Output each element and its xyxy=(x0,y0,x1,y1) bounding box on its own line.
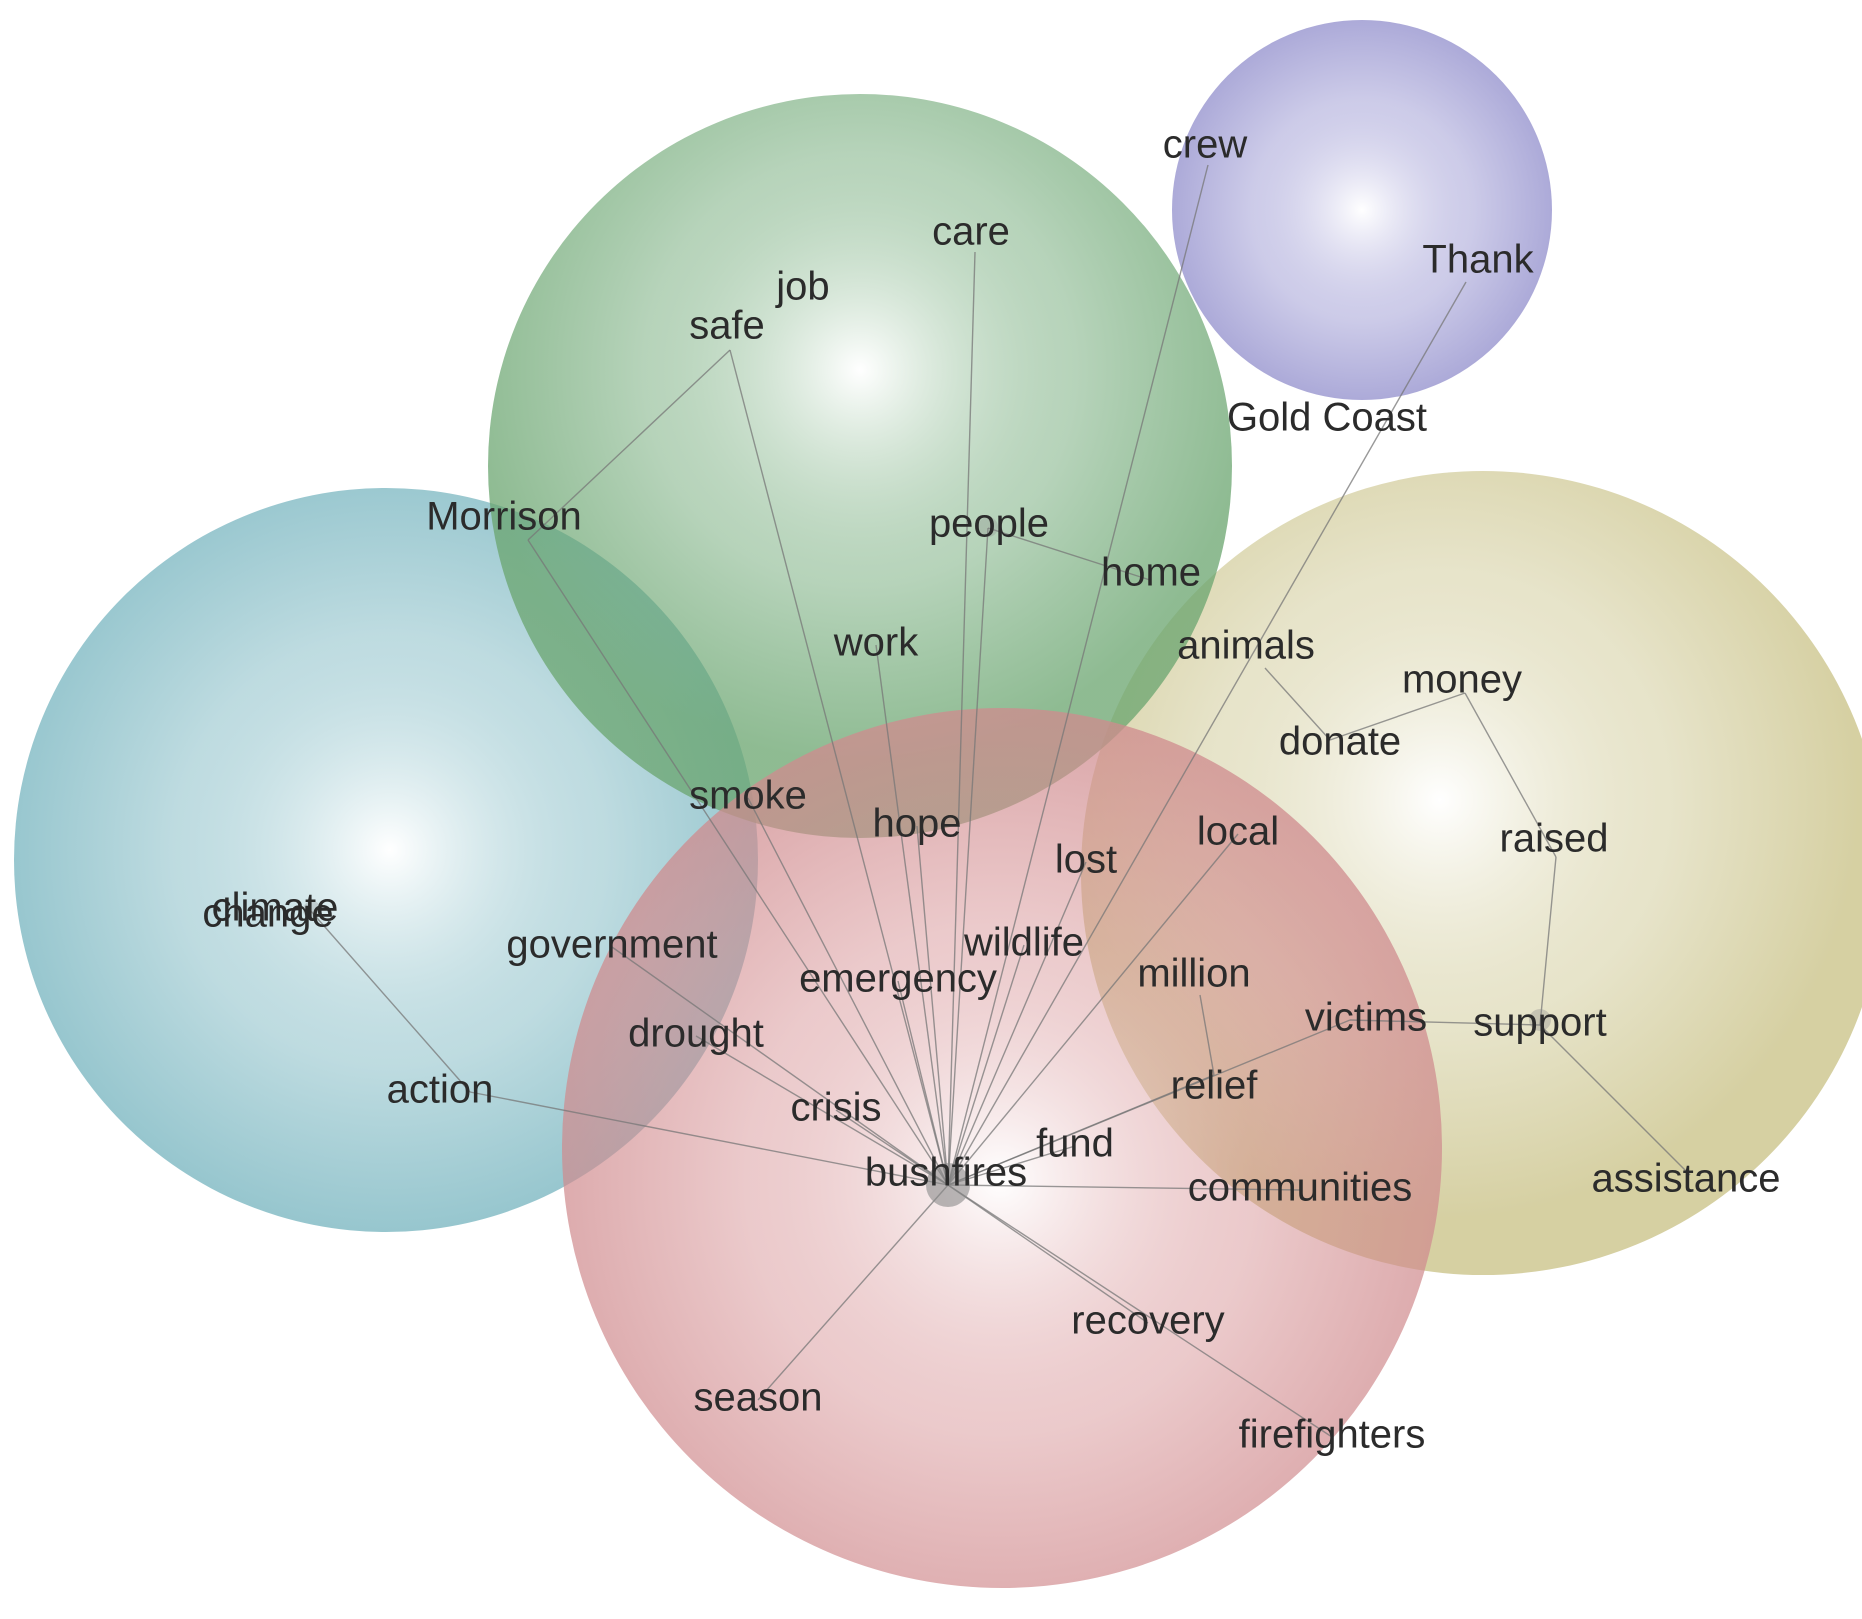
edge-support-assistance xyxy=(1539,1024,1691,1176)
term-raised: raised xyxy=(1500,817,1609,861)
hub-node-dot xyxy=(926,1163,970,1207)
edge-bushfires-wildlife xyxy=(947,944,1025,1186)
term-gold-coast: Gold Coast xyxy=(1227,396,1427,440)
cluster-circle-red xyxy=(562,708,1442,1588)
edge-bushfires-care xyxy=(947,251,976,1186)
term-wildlife: wildlife xyxy=(963,921,1084,965)
edge-bushfires-lost xyxy=(947,861,1087,1186)
edge-bushfires-season xyxy=(757,1184,949,1401)
term-assistance: assistance xyxy=(1592,1157,1781,1201)
cluster-circle-green xyxy=(488,94,1232,838)
term-communities: communities xyxy=(1188,1166,1413,1210)
edge-morrison-safe xyxy=(527,349,731,541)
edge-bushfires-work xyxy=(875,644,949,1186)
term-crisis: crisis xyxy=(790,1086,881,1130)
edge-victims-support xyxy=(1349,1019,1541,1026)
support-node-dot xyxy=(1529,1009,1551,1031)
term-relief: relief xyxy=(1171,1064,1259,1108)
edge-bushfires-government xyxy=(611,946,949,1186)
term-victims: victims xyxy=(1305,996,1427,1040)
edge-bushfires-smoke xyxy=(747,797,949,1186)
edge-bushfires-communities xyxy=(947,1184,1301,1191)
edge-bushfires-local xyxy=(947,833,1239,1186)
edge-bushfires-hope xyxy=(916,825,949,1186)
term-work: work xyxy=(833,621,919,665)
term-donate: donate xyxy=(1279,720,1401,764)
term-season: season xyxy=(694,1376,823,1420)
term-support: support xyxy=(1473,1001,1606,1045)
edge-bushfires-emergency xyxy=(897,980,949,1186)
term-government: government xyxy=(506,923,717,967)
term-home: home xyxy=(1101,551,1201,595)
edge-people-home xyxy=(987,527,1151,581)
term-fund: fund xyxy=(1036,1122,1114,1166)
term-firefighters: firefighters xyxy=(1239,1413,1426,1457)
term-climate: climate xyxy=(212,886,339,930)
people-node-dot xyxy=(978,517,998,537)
term-bushfires: bushfires xyxy=(865,1151,1027,1195)
term-crew: crew xyxy=(1163,123,1248,167)
term-change: change xyxy=(202,892,333,936)
edge-bushfires-safe xyxy=(729,349,949,1186)
edge-bushfires-morrison xyxy=(527,539,949,1186)
edge-bushfires-crew xyxy=(947,164,1209,1186)
term-drought: drought xyxy=(628,1012,764,1056)
hub-marker xyxy=(303,517,1551,1207)
edge-bushfires-thank xyxy=(947,281,1467,1186)
term-local: local xyxy=(1197,810,1279,854)
term-money: money xyxy=(1402,658,1522,702)
cluster-circles xyxy=(14,20,1862,1588)
edge-bushfires-drought xyxy=(695,1035,949,1186)
edge-bushfires-victims xyxy=(947,1019,1351,1186)
cluster-circle-purple xyxy=(1172,20,1552,400)
climate-node-dot xyxy=(303,901,321,919)
term-job: job xyxy=(775,265,829,309)
edge-bushfires-fund xyxy=(947,1145,1076,1186)
term-hope: hope xyxy=(873,802,962,846)
term-morrison: Morrison xyxy=(426,495,582,539)
term-care: care xyxy=(932,210,1010,254)
term-animals: animals xyxy=(1177,624,1315,668)
term-lost: lost xyxy=(1055,838,1117,882)
term-thank: Thank xyxy=(1422,238,1534,282)
edge-bushfires-firefighters xyxy=(947,1184,1333,1438)
edge-money-raised xyxy=(1464,692,1557,858)
edge-raised-support xyxy=(1539,856,1557,1026)
edge-animals-donate xyxy=(1264,667,1331,741)
edge-bushfires-recovery xyxy=(947,1184,1149,1324)
term-emergency: emergency xyxy=(799,957,997,1001)
term-smoke: smoke xyxy=(689,774,807,818)
term-recovery: recovery xyxy=(1071,1299,1224,1343)
term-people: people xyxy=(929,502,1049,546)
edge-donate-money xyxy=(1329,692,1466,741)
term-action: action xyxy=(387,1068,494,1112)
edge-million-relief xyxy=(1199,994,1215,1076)
term-safe: safe xyxy=(689,304,765,348)
edge-lines xyxy=(309,164,1691,1438)
edge-bushfires-people xyxy=(947,527,989,1186)
edge-bushfires-action xyxy=(469,1091,949,1186)
term-million: million xyxy=(1137,952,1250,996)
edge-bushfires-crisis xyxy=(835,1109,949,1186)
edge-climate-action xyxy=(309,909,471,1093)
